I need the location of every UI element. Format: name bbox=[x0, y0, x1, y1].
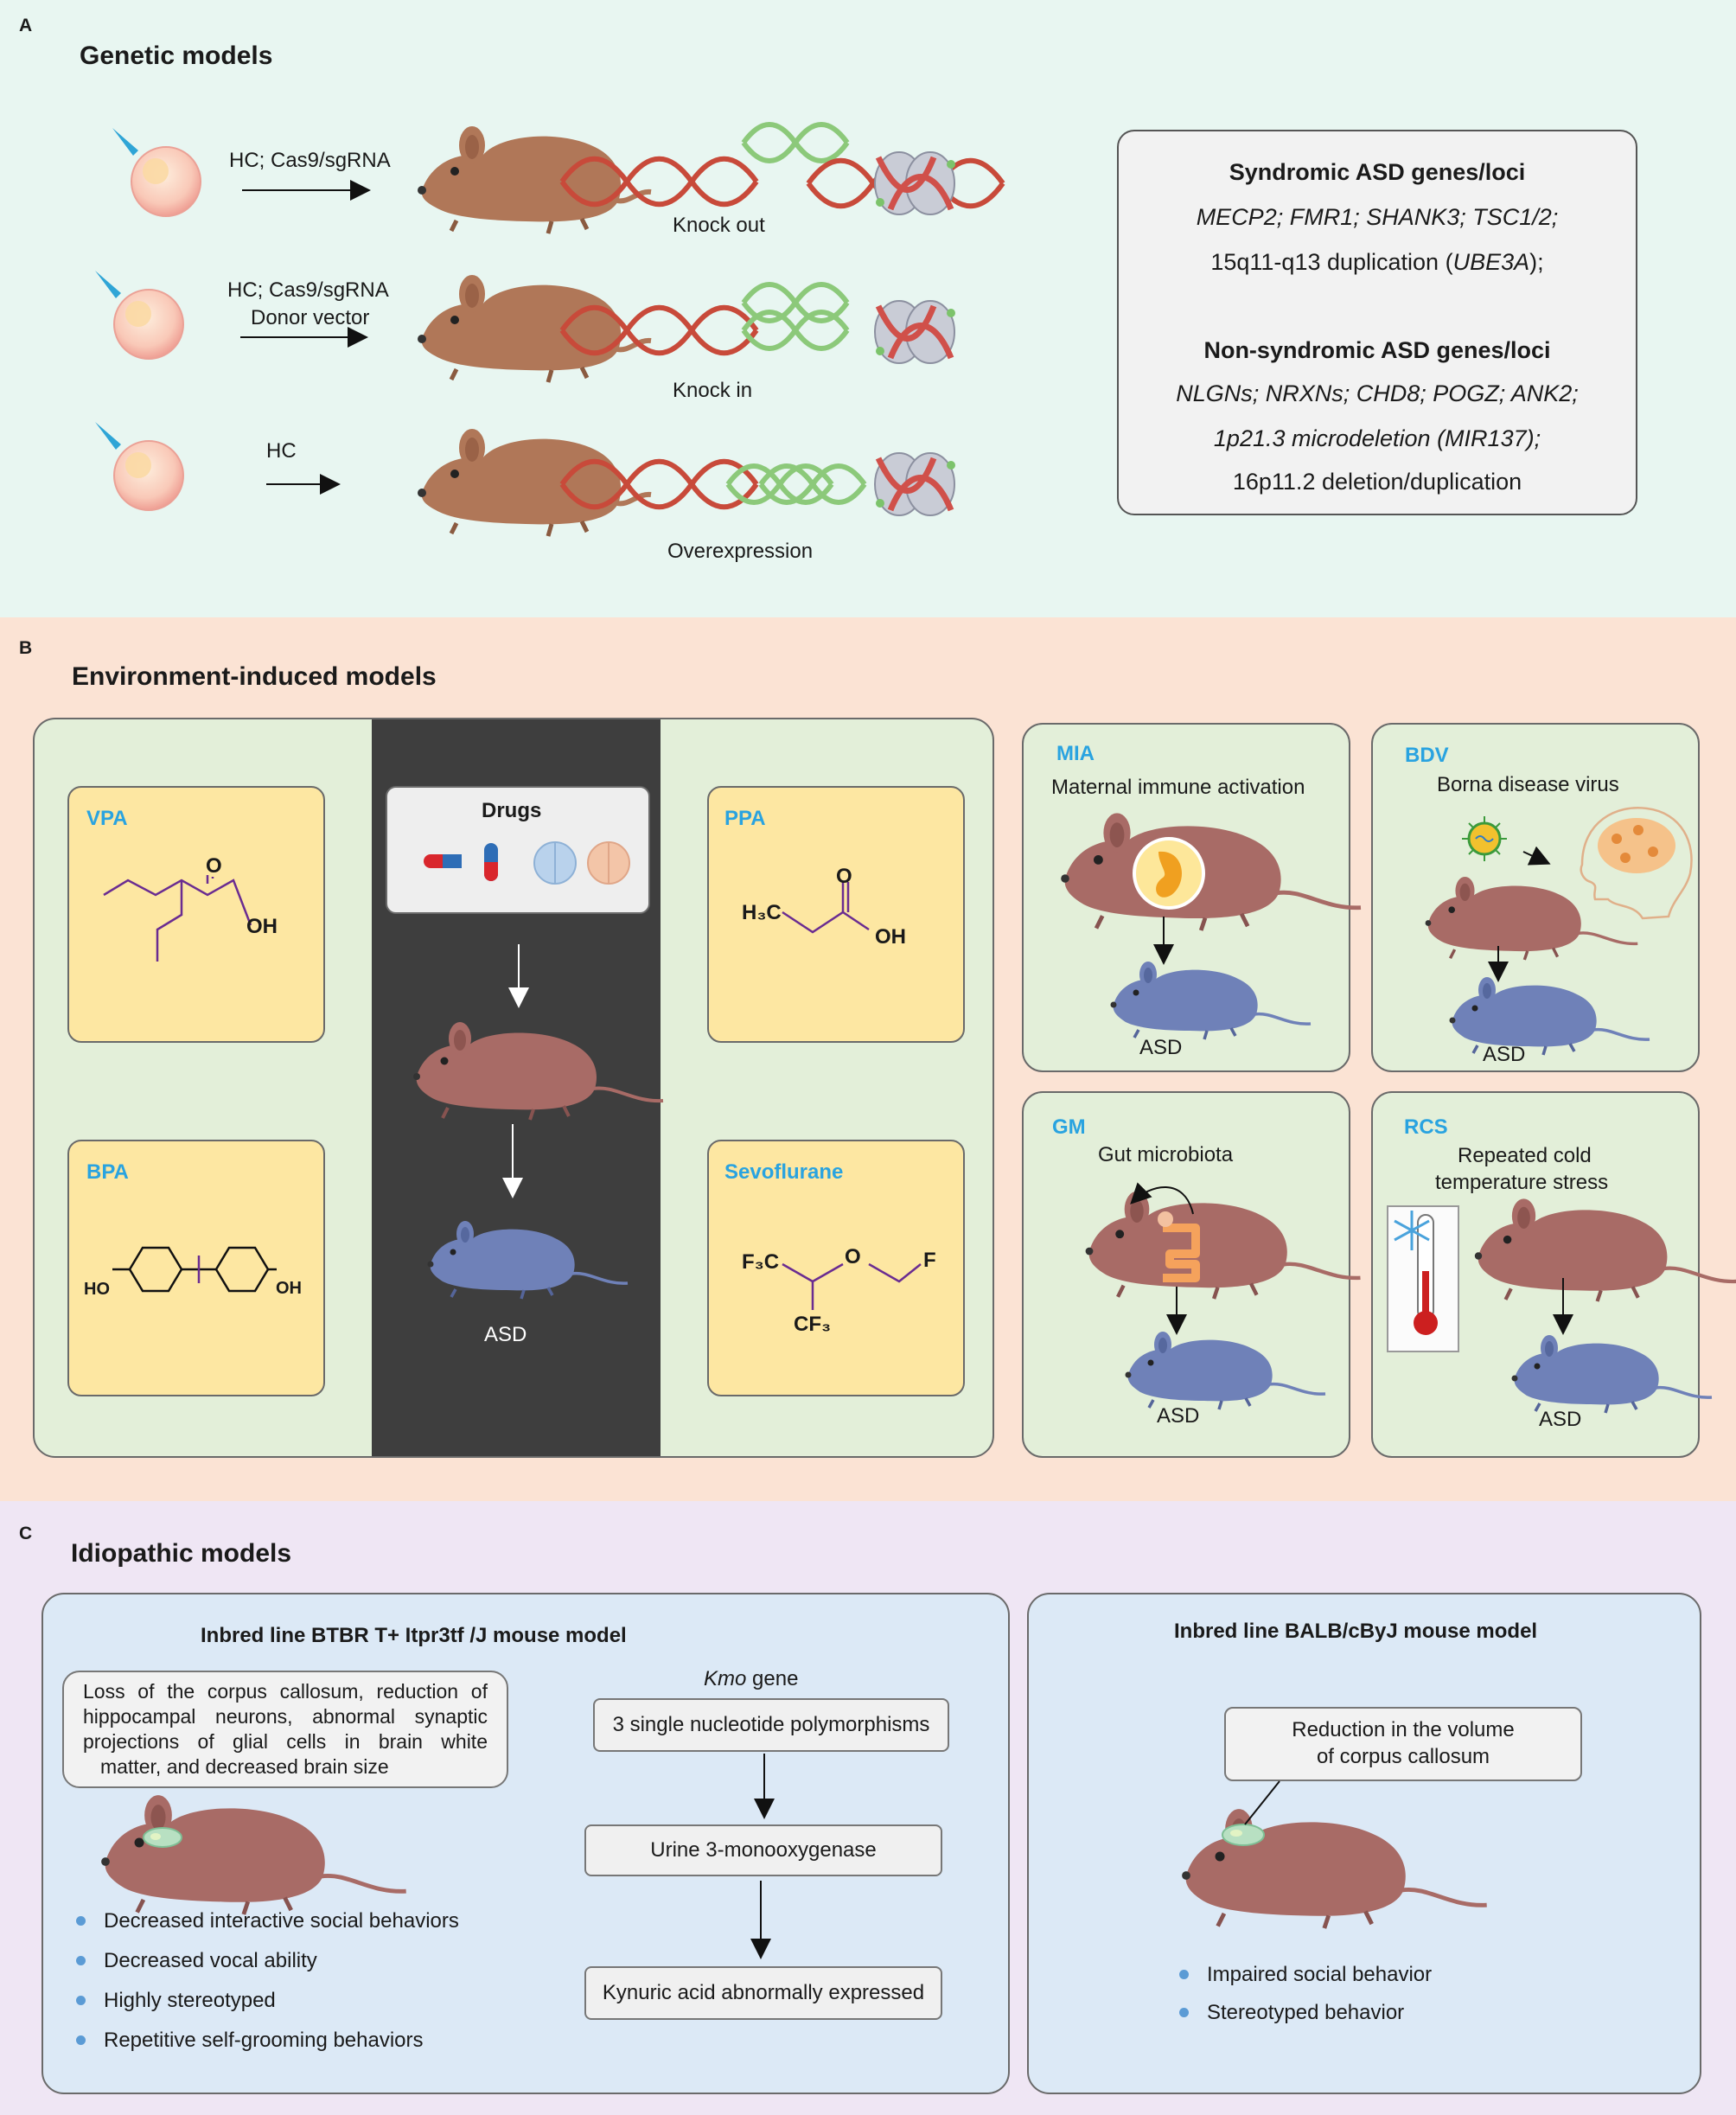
thermometer-icon bbox=[1387, 1205, 1459, 1352]
nonsyndromic-genes: NLGNs; NRXNs; CHD8; POGZ; ANK2; bbox=[1176, 380, 1579, 406]
vpa-structure bbox=[103, 875, 252, 962]
balb-findings: Reduction in the volume of corpus callos… bbox=[1224, 1707, 1582, 1781]
kmo-step-monooxygenase: Urine 3-monooxygenase bbox=[584, 1824, 942, 1876]
drugs-asd-label: ASD bbox=[484, 1323, 527, 1346]
rcs-asd-label: ASD bbox=[1539, 1408, 1582, 1431]
ppa-label: PPA bbox=[724, 807, 766, 830]
balb-bullet-1: Impaired social behavior bbox=[1178, 1963, 1433, 1986]
vpa-box bbox=[67, 786, 325, 1043]
gm-desc: Gut microbiota bbox=[1098, 1143, 1234, 1166]
drugs-title: Drugs bbox=[482, 799, 542, 822]
kmo-step-snps: 3 single nucleotide polymorphisms bbox=[593, 1698, 949, 1752]
kmo-step-kynuric-acid: Kynuric acid abnormally expressed bbox=[584, 1966, 942, 2020]
syndromic-title: Syndromic ASD genes/loci bbox=[1229, 159, 1526, 185]
bdv-label: BDV bbox=[1405, 744, 1449, 767]
nonsyndromic-title: Non-syndromic ASD genes/loci bbox=[1203, 337, 1551, 363]
bpa-box bbox=[67, 1140, 325, 1396]
btbr-bullet-3: Highly stereotyped bbox=[76, 1989, 276, 2012]
panel-b-title: Environment-induced models bbox=[72, 662, 437, 691]
btbr-bullet-2: Decreased vocal ability bbox=[76, 1949, 317, 1972]
mia-asd-label: ASD bbox=[1139, 1036, 1183, 1059]
vpa-o: O bbox=[206, 854, 222, 878]
sevo-f: F bbox=[923, 1249, 936, 1272]
ppa-oh: OH bbox=[875, 925, 906, 949]
bpa-ho: HO bbox=[84, 1280, 110, 1299]
sevo-cf3: CF₃ bbox=[794, 1313, 832, 1336]
ppa-o: O bbox=[836, 865, 852, 888]
bpa-structure bbox=[112, 1246, 277, 1293]
panel-b-letter: B bbox=[19, 638, 33, 658]
head-brain-icon bbox=[1580, 807, 1693, 920]
bpa-oh: OH bbox=[276, 1279, 302, 1298]
btbr-mouse bbox=[101, 1795, 406, 1914]
sevoflurane-label: Sevoflurane bbox=[724, 1160, 844, 1184]
asd-genes-box: Syndromic ASD genes/loci MECP2; FMR1; SH… bbox=[1117, 130, 1637, 515]
row3-caption: Overexpression bbox=[667, 540, 814, 563]
sevo-o: O bbox=[845, 1245, 861, 1268]
virus-icon bbox=[1462, 816, 1507, 861]
btbr-brain-icon bbox=[143, 1827, 182, 1848]
mia-desc: Maternal immune activation bbox=[1051, 776, 1305, 799]
snowflake-icon bbox=[1394, 1211, 1430, 1250]
genetic-models-graphics bbox=[95, 0, 1736, 617]
rcs-label: RCS bbox=[1404, 1115, 1448, 1139]
rcs-desc-2: temperature stress bbox=[1435, 1171, 1609, 1194]
btbr-bullet-1: Decreased interactive social behaviors bbox=[76, 1909, 459, 1933]
panel-a-title: Genetic models bbox=[80, 42, 273, 70]
row2-arrow-label-2: Donor vector bbox=[251, 306, 370, 329]
gm-label: GM bbox=[1052, 1115, 1086, 1139]
vpa-label: VPA bbox=[86, 807, 128, 830]
row2-caption: Knock in bbox=[673, 379, 753, 402]
sevo-f3c: F₃C bbox=[742, 1250, 780, 1274]
balb-mouse bbox=[1182, 1809, 1487, 1928]
orange-tablet-icon bbox=[587, 841, 630, 885]
mia-label: MIA bbox=[1056, 742, 1095, 765]
blue-tablet-icon bbox=[533, 841, 577, 885]
nonsyndromic-microdeletion: 1p21.3 microdeletion (MIR137); bbox=[1213, 425, 1541, 451]
panel-a-letter: A bbox=[19, 16, 33, 35]
ppa-h3c: H₃C bbox=[742, 901, 782, 924]
balb-brain-icon bbox=[1222, 1824, 1265, 1846]
row2-arrow-label: HC; Cas9/sgRNA bbox=[227, 278, 389, 302]
row3-arrow-label: HC bbox=[266, 439, 297, 463]
bdv-desc: Borna disease virus bbox=[1437, 773, 1619, 796]
capsule-icon bbox=[424, 854, 462, 868]
capsule-vertical-icon bbox=[484, 843, 498, 881]
bdv-asd-label: ASD bbox=[1483, 1043, 1526, 1066]
row1-arrow-label: HC; Cas9/sgRNA bbox=[229, 149, 391, 172]
vpa-oh: OH bbox=[246, 915, 278, 938]
nonsyndromic-deletion: 16p11.2 deletion/duplication bbox=[1232, 469, 1522, 495]
gm-asd-label: ASD bbox=[1157, 1404, 1200, 1428]
balb-bullet-2: Stereotyped behavior bbox=[1178, 2001, 1405, 2024]
rcs-desc-1: Repeated cold bbox=[1458, 1144, 1592, 1167]
syndromic-genes: MECP2; FMR1; SHANK3; TSC1/2; bbox=[1196, 204, 1559, 230]
btbr-bullet-4: Repetitive self-grooming behaviors bbox=[76, 2029, 424, 2052]
panel-c-letter: C bbox=[19, 1524, 33, 1543]
ppa-box bbox=[707, 786, 965, 1043]
embryo-icon bbox=[1133, 837, 1205, 910]
kmo-gene-label: Kmo gene bbox=[704, 1667, 799, 1690]
row1-caption: Knock out bbox=[673, 214, 765, 237]
balb-title: Inbred line BALB/cByJ mouse model bbox=[1174, 1620, 1538, 1643]
sevoflurane-structure bbox=[782, 1262, 922, 1310]
gut-icon bbox=[1158, 1211, 1200, 1282]
panel-c-title: Idiopathic models bbox=[71, 1539, 292, 1568]
btbr-title: Inbred line BTBR T+ Itpr3tf /J mouse mod… bbox=[201, 1624, 627, 1647]
btbr-findings: Loss of the corpus callosum, reduction o… bbox=[62, 1671, 508, 1788]
bpa-label: BPA bbox=[86, 1160, 129, 1184]
ppa-structure bbox=[782, 882, 870, 934]
syndromic-duplication: 15q11-q13 duplication (UBE3A); bbox=[1210, 249, 1544, 275]
